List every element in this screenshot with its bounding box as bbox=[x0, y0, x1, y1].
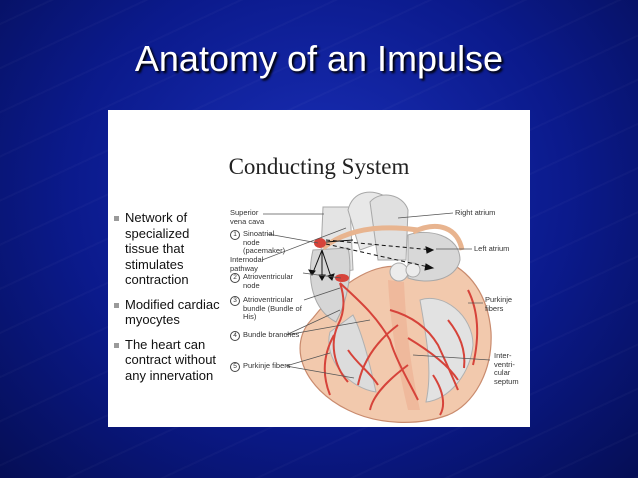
slide-title: Anatomy of an Impulse bbox=[134, 38, 504, 79]
label-av-bundle: 3 Atrioventricular bundle (Bundle of His… bbox=[230, 295, 306, 322]
label-text: Sinoatrial node (pacemaker) bbox=[243, 229, 286, 255]
number-badge: 2 bbox=[230, 273, 240, 283]
number-badge: 3 bbox=[230, 296, 240, 306]
bullet-marker-icon bbox=[114, 342, 119, 348]
number-badge: 4 bbox=[230, 331, 240, 341]
label-av-node: 2 Atrioventricular node bbox=[230, 272, 304, 290]
label-text: Bundle branches bbox=[243, 330, 300, 339]
bullet-text: The heart can contract without any inner… bbox=[125, 336, 217, 383]
label-internodal-pathway: Internodal pathway bbox=[230, 255, 264, 273]
number-badge: 5 bbox=[230, 362, 240, 372]
bullet-marker-icon bbox=[114, 216, 119, 221]
bullet-marker-icon bbox=[114, 302, 119, 308]
bullet-item: Network of specialized tissue that stimu… bbox=[114, 210, 224, 288]
label-interventricular-septum: Inter-ventri-cular septum bbox=[494, 351, 519, 386]
label-purkinje-fibers-left: 5 Purkinje fibers bbox=[230, 361, 294, 372]
figure-panel: Conducting System Network of specialized… bbox=[108, 110, 530, 427]
bullet-list: Network of specialized tissue that stimu… bbox=[114, 210, 224, 392]
bullet-text: Modified cardiac myocytes bbox=[125, 296, 220, 328]
label-text: Purkinje fibers bbox=[243, 361, 291, 370]
bullet-text: Network of specialized tissue that stimu… bbox=[125, 210, 190, 287]
label-purkinje-fibers-right: Purkinje fibers bbox=[485, 295, 513, 313]
label-text: Atrioventricular node bbox=[243, 272, 294, 290]
label-bundle-branches: 4 Bundle branches bbox=[230, 330, 312, 341]
label-right-atrium: Right atrium bbox=[455, 208, 496, 217]
number-badge: 1 bbox=[230, 230, 240, 240]
bullet-item: Modified cardiac myocytes bbox=[114, 297, 224, 328]
label-text: Atrioventricular bundle (Bundle of His) bbox=[243, 295, 302, 321]
label-superior-vena-cava: Superior vena cava bbox=[230, 208, 265, 226]
label-sa-node: 1 Sinoatrial node (pacemaker) bbox=[230, 229, 290, 256]
figure-title: Conducting System bbox=[228, 154, 410, 179]
label-left-atrium: Left atrium bbox=[474, 244, 510, 253]
bullet-item: The heart can contract without any inner… bbox=[114, 337, 224, 384]
heart-illustration bbox=[261, 191, 492, 423]
